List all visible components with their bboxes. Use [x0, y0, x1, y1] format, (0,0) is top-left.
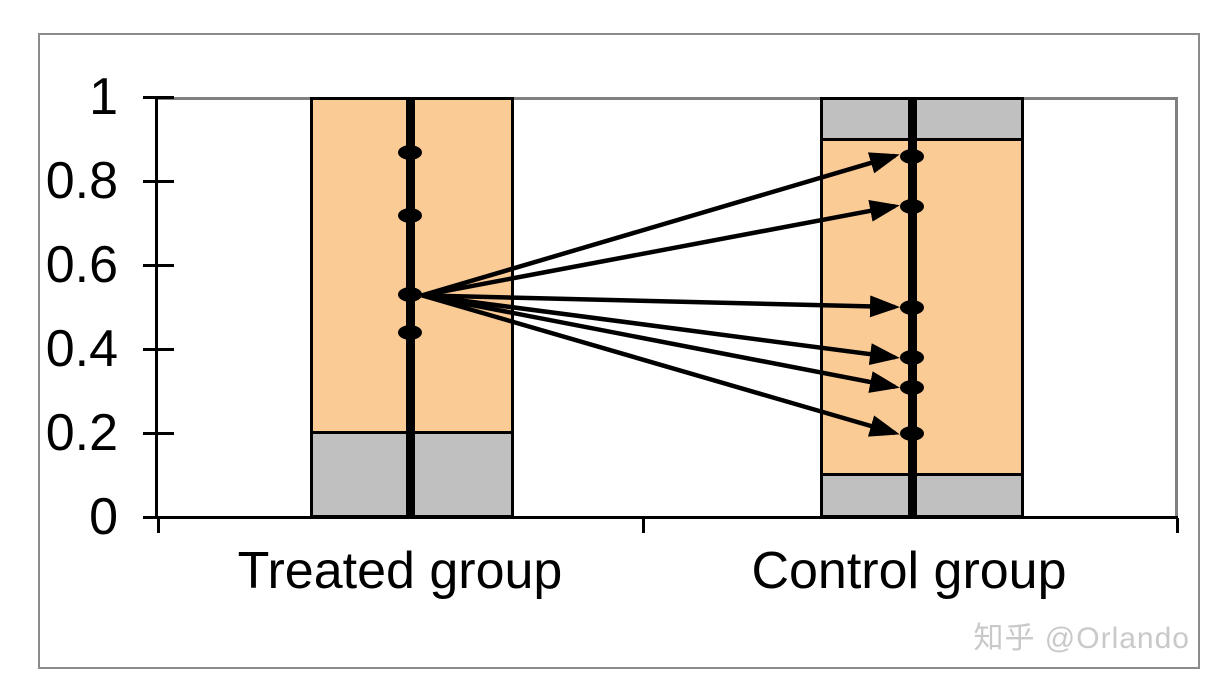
y-tick [143, 96, 174, 99]
score-axis-line [406, 99, 415, 516]
off-support-segment [820, 97, 1024, 141]
y-tick-label: 0.6 [45, 236, 118, 294]
y-tick [143, 432, 174, 435]
chart-frame: Treated group Control group 知乎 @Orlando … [38, 33, 1200, 669]
y-tick [143, 264, 174, 267]
propensity-score-dot [900, 379, 924, 395]
propensity-score-dot [900, 199, 924, 215]
propensity-score-dot [398, 144, 422, 160]
x-tick [642, 518, 645, 533]
y-tick-label: 0.2 [45, 404, 118, 462]
y-tick-label: 0.4 [45, 320, 118, 378]
y-tick [143, 516, 174, 519]
propensity-score-dot [398, 207, 422, 223]
watermark: 知乎 @Orlando [973, 622, 1190, 655]
x-tick [157, 518, 160, 533]
y-tick-label: 1 [89, 68, 118, 126]
x-label-control-group: Control group [751, 542, 1067, 600]
y-tick [143, 348, 174, 351]
x-label-treated-group: Treated group [237, 542, 563, 600]
y-tick-label: 0.8 [45, 152, 118, 210]
y-tick [143, 180, 174, 183]
y-axis-line [155, 97, 158, 518]
propensity-score-dot [398, 287, 422, 303]
propensity-score-dot [900, 300, 924, 315]
propensity-score-dot [900, 148, 924, 164]
propensity-score-dot [398, 325, 422, 341]
x-tick [1176, 518, 1179, 533]
propensity-score-dot [900, 426, 924, 441]
off-support-segment [820, 473, 1024, 518]
y-tick-label: 0 [89, 488, 118, 546]
propensity-score-dot [900, 350, 924, 366]
x-axis-line [155, 516, 1178, 519]
plot-area [157, 97, 1178, 518]
